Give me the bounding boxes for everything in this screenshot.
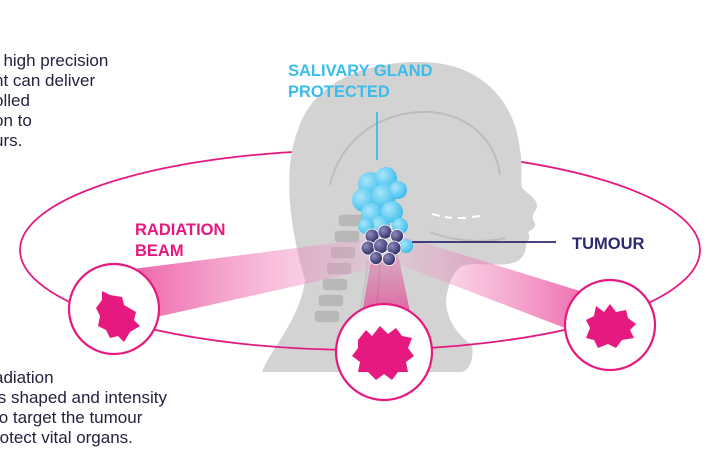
- outro-line: to target the tumour: [0, 408, 167, 428]
- outro-paragraph: adiation is shaped and intensity to targ…: [0, 368, 167, 448]
- outro-line: adiation: [0, 368, 167, 388]
- emitter-left: [69, 264, 159, 354]
- intro-line: nt can deliver: [0, 71, 108, 91]
- radiation-beam-label-line-2: BEAM: [135, 241, 225, 262]
- salivary-gland-label-line-2: PROTECTED: [288, 82, 433, 103]
- salivary-gland-label: SALIVARY GLAND PROTECTED: [288, 61, 433, 103]
- intro-line: f high precision: [0, 51, 108, 71]
- tumour-label: TUMOUR: [572, 234, 644, 255]
- radiation-beam-label-line-1: RADIATION: [135, 220, 225, 241]
- outro-line: is shaped and intensity: [0, 388, 167, 408]
- salivary-gland-label-line-1: SALIVARY GLAND: [288, 61, 433, 82]
- outro-line: rotect vital organs.: [0, 428, 167, 448]
- intro-line: urs.: [0, 131, 108, 151]
- emitter-right: [565, 280, 655, 370]
- radiation-beam-label: RADIATION BEAM: [135, 220, 225, 262]
- intro-line: on to: [0, 111, 108, 131]
- intro-paragraph: f high precision nt can deliver olled on…: [0, 51, 108, 151]
- emitter-bottom: [336, 304, 432, 400]
- intro-line: olled: [0, 91, 108, 111]
- tumour-label-text: TUMOUR: [572, 234, 644, 255]
